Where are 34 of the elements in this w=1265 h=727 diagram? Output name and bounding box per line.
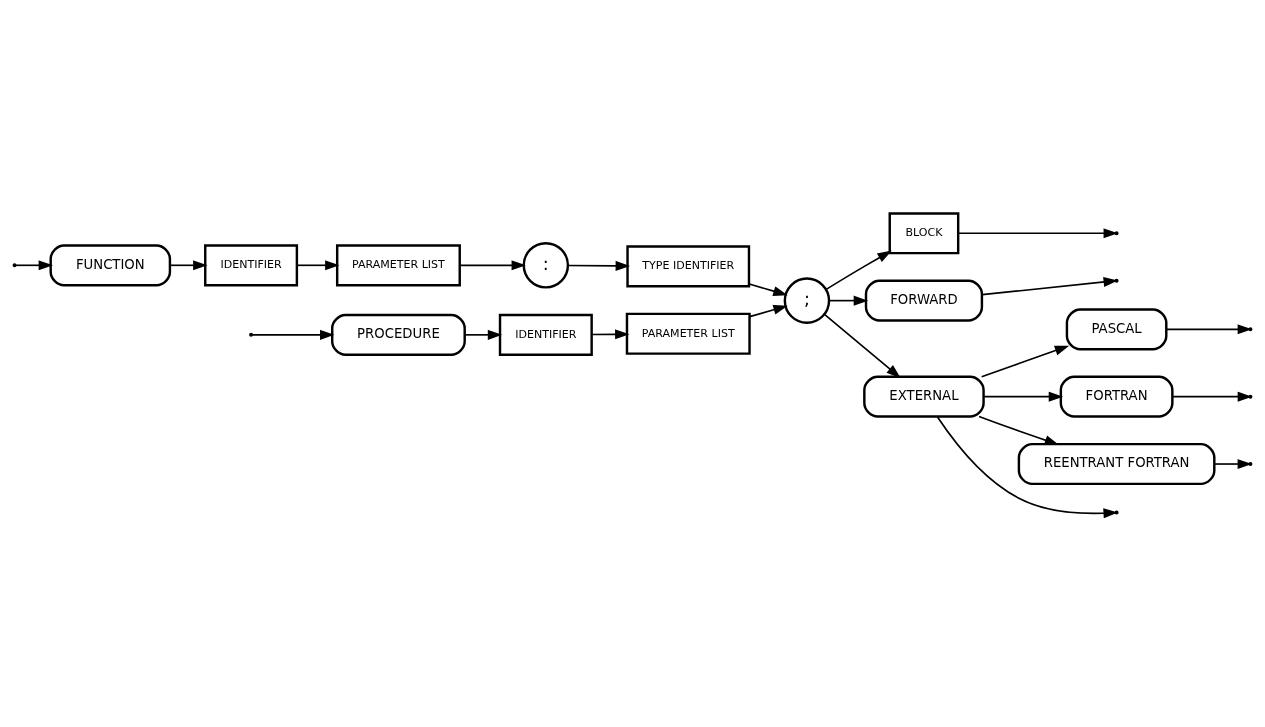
node-box: FORWARD [864, 279, 984, 322]
node-box: FUNCTION [49, 244, 172, 287]
arrow [459, 260, 526, 271]
node-box: BLOCK [888, 212, 960, 255]
arrow [169, 260, 208, 271]
arrow [957, 228, 1118, 239]
arrow [567, 260, 630, 271]
node-box: PASCAL [1065, 308, 1168, 351]
node-box: IDENTIFIER [204, 244, 299, 287]
arrow [1213, 459, 1252, 470]
arrow [296, 260, 340, 271]
arrow [936, 416, 1118, 518]
arrow [978, 415, 1060, 445]
arrow [590, 329, 630, 340]
arrow [980, 345, 1070, 378]
arrow [251, 329, 335, 340]
node-box: PROCEDURE [331, 313, 466, 356]
arrow [748, 304, 788, 318]
node-box: PARAMETER LIST [335, 244, 461, 287]
node-box: FORTRAN [1059, 375, 1174, 418]
node-circle: ; [783, 277, 831, 324]
node-box: PARAMETER LIST [625, 312, 751, 355]
node-circle: : [522, 242, 570, 289]
arrow [748, 283, 788, 297]
node-box: IDENTIFIER [498, 313, 593, 356]
arrow [464, 329, 503, 340]
node-box: REENTRANT FORTRAN [1017, 442, 1216, 486]
arrow [982, 391, 1064, 402]
arrow [823, 313, 901, 379]
arrow [14, 260, 53, 271]
node-box: EXTERNAL [863, 375, 985, 418]
arrow [828, 295, 869, 306]
arrow [825, 250, 892, 291]
node-box: TYPE IDENTIFIER [626, 245, 751, 288]
